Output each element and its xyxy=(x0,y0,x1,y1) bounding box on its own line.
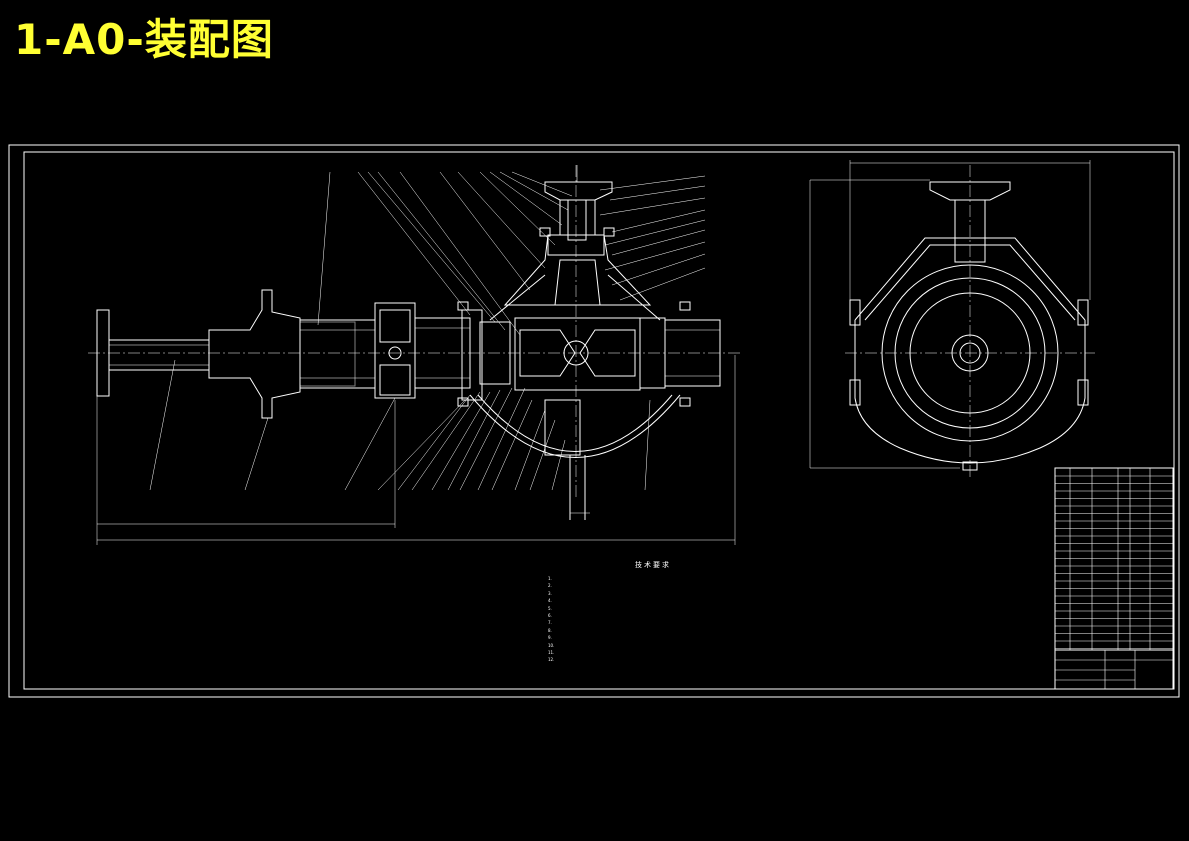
page-title: 1-A0-装配图 xyxy=(14,15,274,64)
parts-list-rows xyxy=(1055,475,1173,649)
tech-note: 6. xyxy=(548,613,552,619)
tech-note: 2. xyxy=(548,583,552,589)
side-end-view xyxy=(809,160,1095,480)
leader-lines-top xyxy=(317,171,706,336)
inner-frame xyxy=(23,151,1175,690)
tech-note: 7. xyxy=(548,620,552,626)
tech-note: 11. xyxy=(548,650,555,656)
tech-note: 8. xyxy=(548,627,552,633)
tech-note: 9. xyxy=(548,635,552,641)
dimension-lines xyxy=(96,355,736,545)
tech-note: 4. xyxy=(548,598,552,604)
parts-list-title-block xyxy=(1054,467,1174,690)
outer-frame xyxy=(8,144,1180,698)
tech-note: 5. xyxy=(548,605,552,611)
tech-note: 12. xyxy=(548,657,555,663)
tech-requirements-notes: 1. 2. 3. 4. 5. 6. 7. 8. 9. 10. 11. 12. xyxy=(548,575,808,664)
leader-lines-bottom xyxy=(149,359,651,491)
main-section-view xyxy=(88,165,740,520)
tech-note: 3. xyxy=(548,590,552,596)
tech-note: 10. xyxy=(548,642,555,648)
tech-note: 1. xyxy=(548,576,552,581)
tech-requirements-title: 技术要求 xyxy=(635,561,671,569)
